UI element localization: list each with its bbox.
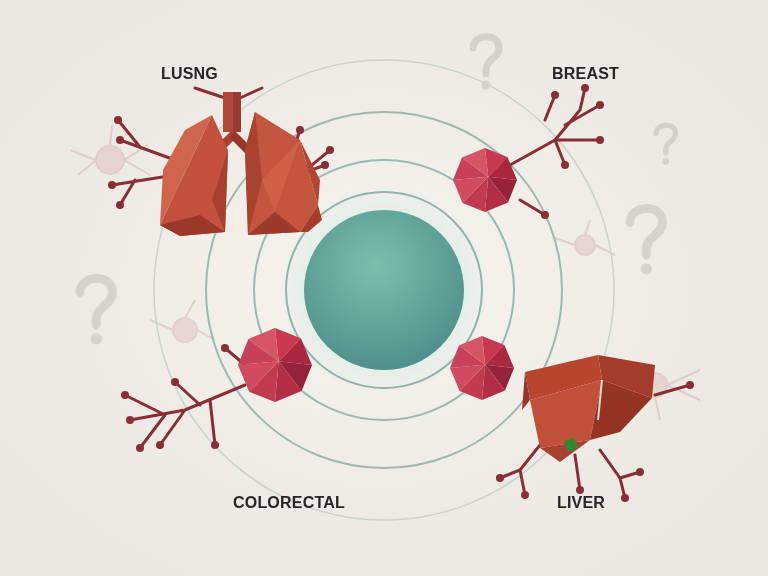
- organ-label: BREAST: [552, 65, 619, 83]
- organ-label: LIVER: [557, 494, 605, 512]
- organ-label: LUSNG: [161, 65, 218, 83]
- organ-label: COLORECTAL: [233, 494, 345, 512]
